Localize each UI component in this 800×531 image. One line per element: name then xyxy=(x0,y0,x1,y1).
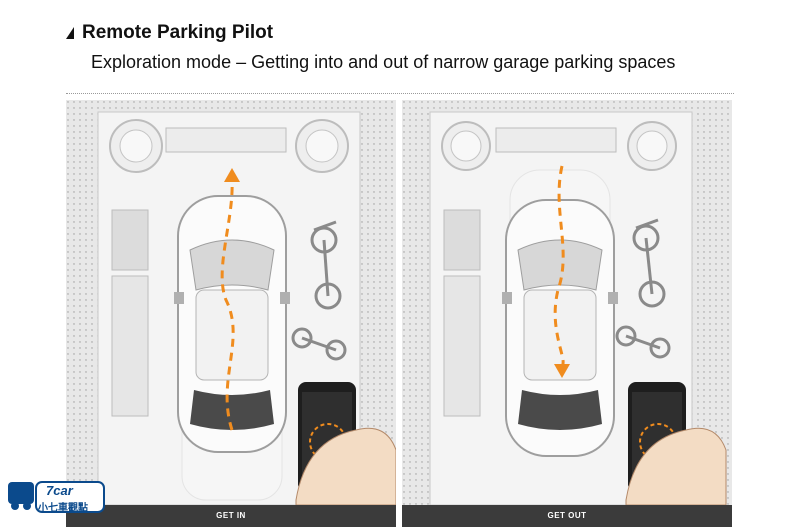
bicycle-icon xyxy=(310,220,342,310)
caption-get-in: GET IN xyxy=(66,505,396,527)
car-top-view-icon xyxy=(174,195,290,453)
hand xyxy=(625,427,727,506)
path-arrow xyxy=(553,165,565,368)
page-title: Remote Parking Pilot xyxy=(82,22,274,43)
garage-illustration-get-out xyxy=(402,100,732,506)
tyre-stack-icon xyxy=(441,121,491,171)
panel-get-out: GET OUT xyxy=(402,100,732,527)
watermark-subtext: 小七車觀點 xyxy=(38,503,88,514)
car-top-view-icon xyxy=(502,199,618,457)
child-bike-icon xyxy=(291,327,347,361)
caption-get-out: GET OUT xyxy=(402,505,732,527)
tyre-stack-icon xyxy=(627,121,677,171)
child-bike-icon xyxy=(615,325,671,359)
page-subtitle: Exploration mode – Getting into and out … xyxy=(91,52,676,72)
path-arrow xyxy=(220,179,235,431)
cabinet xyxy=(111,275,149,417)
hand xyxy=(295,427,396,506)
triangle-bullet-icon xyxy=(66,27,74,39)
tyre-stack-icon xyxy=(109,119,163,173)
header: Remote Parking Pilot Exploration mode – … xyxy=(66,22,675,73)
garage-illustration-get-in xyxy=(66,100,396,506)
cabinet xyxy=(443,209,481,271)
bicycle-icon xyxy=(632,218,666,308)
arrow-head-icon xyxy=(224,168,240,182)
divider xyxy=(66,93,734,94)
shelf xyxy=(495,127,617,153)
tyre-stack-icon xyxy=(295,119,349,173)
shelf xyxy=(165,127,287,153)
panel-get-in: GET IN xyxy=(66,100,396,527)
watermark-logo: 7car 小七車觀點 xyxy=(6,480,106,514)
cabinet xyxy=(111,209,149,271)
cabinet xyxy=(443,275,481,417)
watermark-text: 7car xyxy=(46,483,73,498)
arrow-head-icon xyxy=(554,364,570,378)
